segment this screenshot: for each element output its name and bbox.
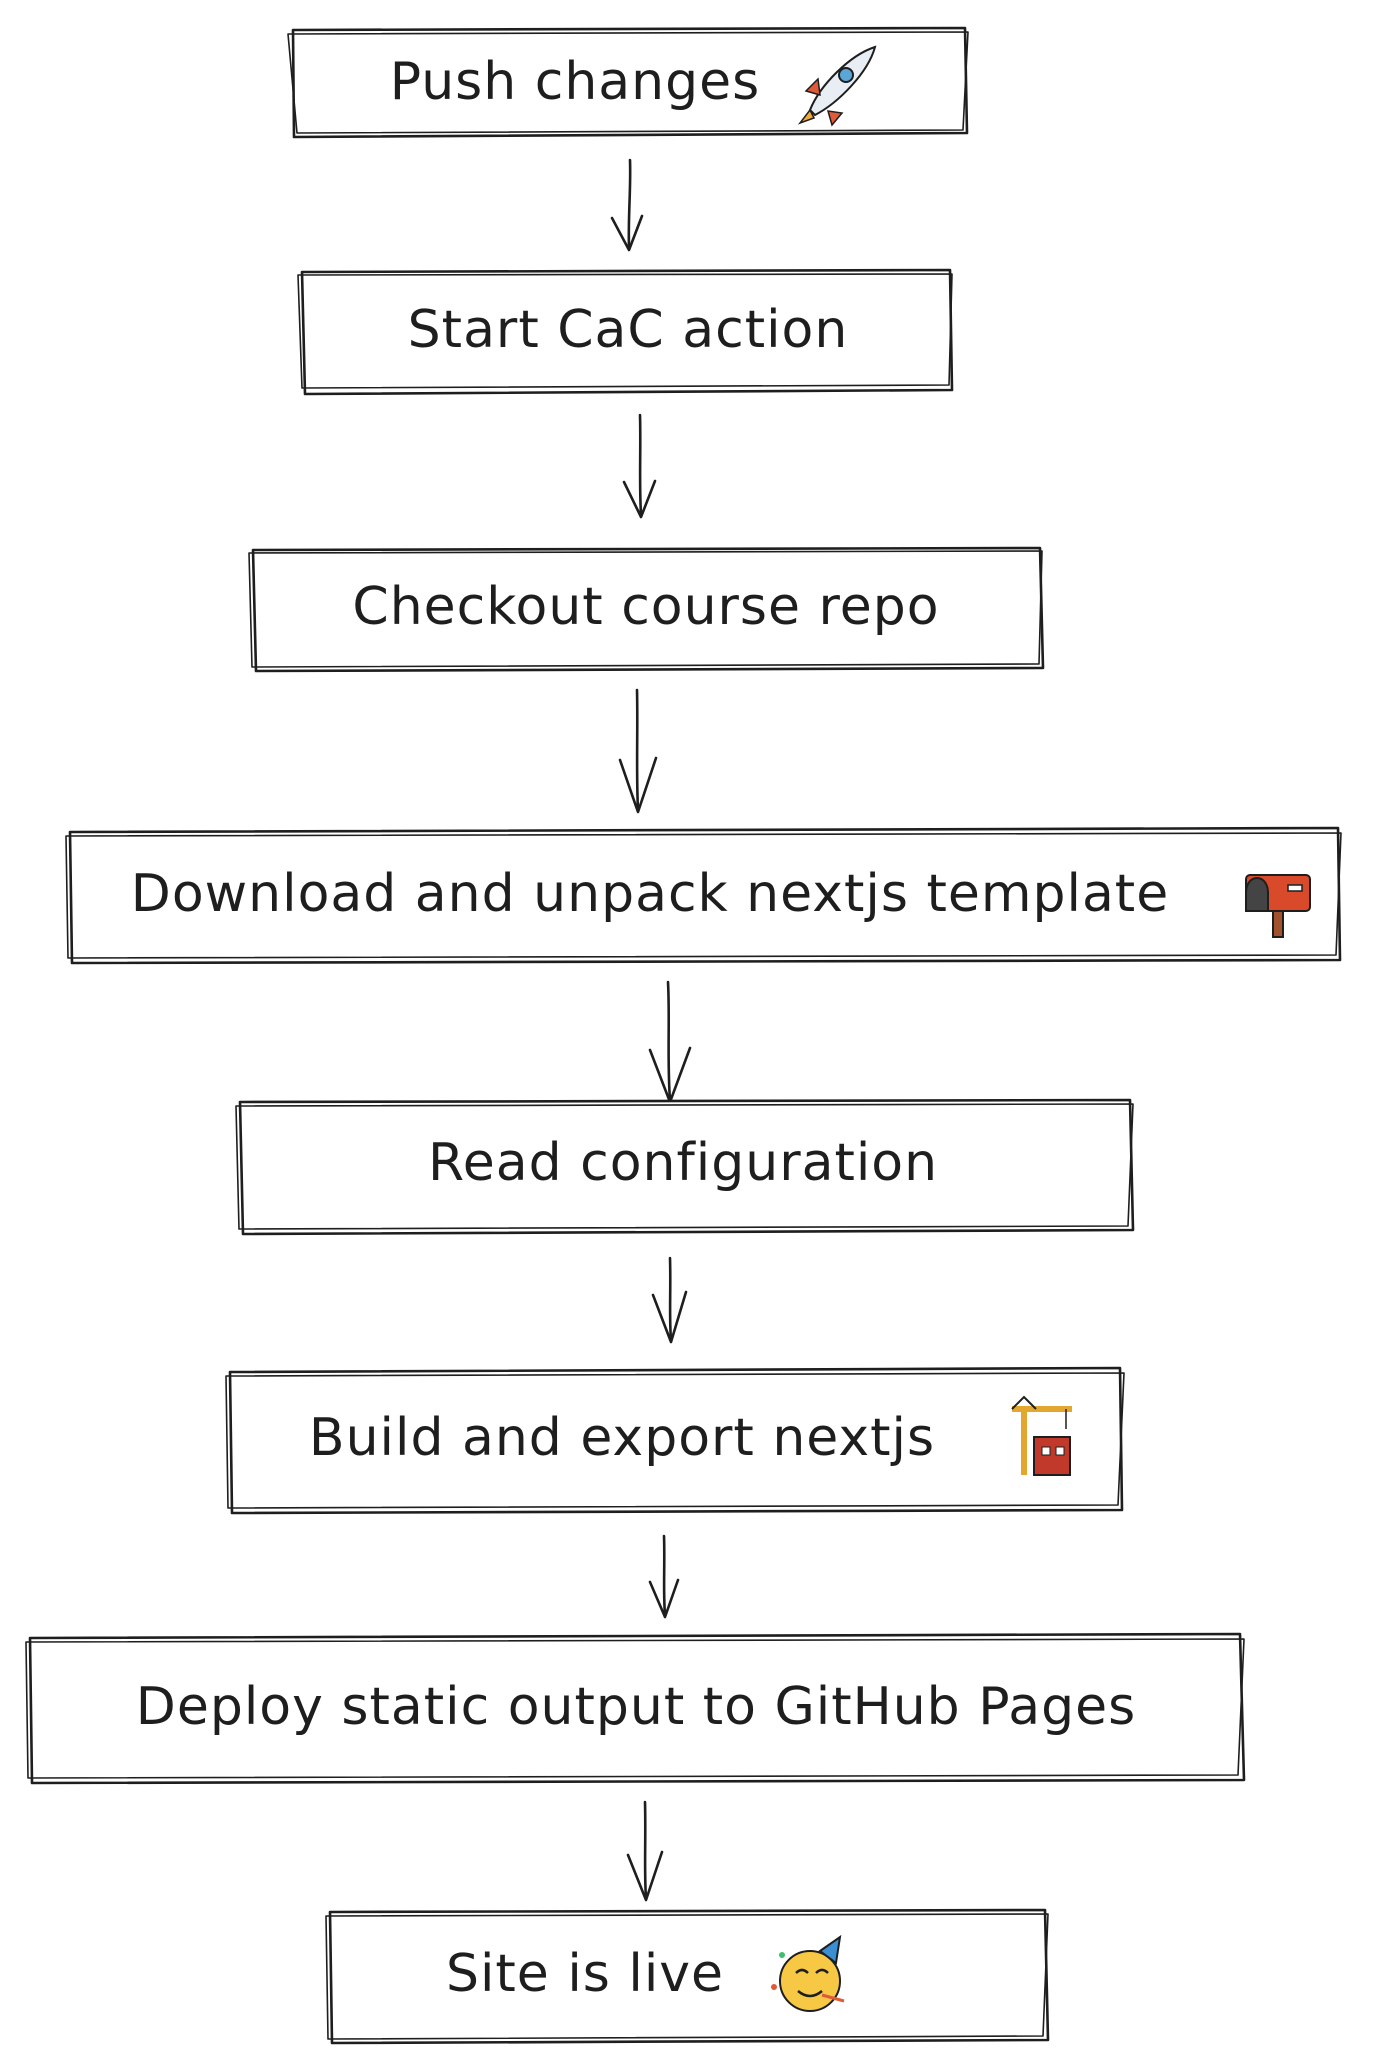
- arrow-4: [648, 980, 692, 1104]
- arrow-2: [622, 413, 657, 519]
- party-face-icon: [771, 1934, 845, 2012]
- step-checkout-course-repo: Checkout course repo: [248, 546, 1045, 673]
- arrow-5: [651, 1256, 688, 1344]
- step-label: Build and export nextjs: [309, 1408, 935, 1468]
- step-label: Push changes: [390, 52, 760, 112]
- step-label: Start CaC action: [408, 300, 849, 360]
- arrow-1: [610, 158, 644, 252]
- construction-icon: [1011, 1395, 1072, 1476]
- step-push-changes: Push changes: [287, 26, 969, 139]
- arrow-3: [618, 688, 658, 814]
- step-label: Read configuration: [428, 1133, 938, 1193]
- arrow-7: [626, 1800, 664, 1902]
- step-build-export: Build and export nextjs: [225, 1366, 1125, 1515]
- arrow-6: [648, 1534, 680, 1619]
- step-read-configuration: Read configuration: [235, 1098, 1135, 1236]
- rocket-icon: [797, 45, 877, 127]
- step-label: Deploy static output to GitHub Pages: [136, 1677, 1136, 1737]
- step-label: Site is live: [446, 1944, 724, 2004]
- step-download-template: Download and unpack nextjs template: [65, 826, 1342, 965]
- step-start-cac-action: Start CaC action: [297, 268, 954, 396]
- step-label: Download and unpack nextjs template: [131, 864, 1169, 924]
- step-deploy: Deploy static output to GitHub Pages: [25, 1632, 1246, 1785]
- step-label: Checkout course repo: [352, 577, 939, 637]
- step-site-is-live: Site is live: [325, 1908, 1050, 2045]
- mailbox-icon: [1245, 874, 1311, 938]
